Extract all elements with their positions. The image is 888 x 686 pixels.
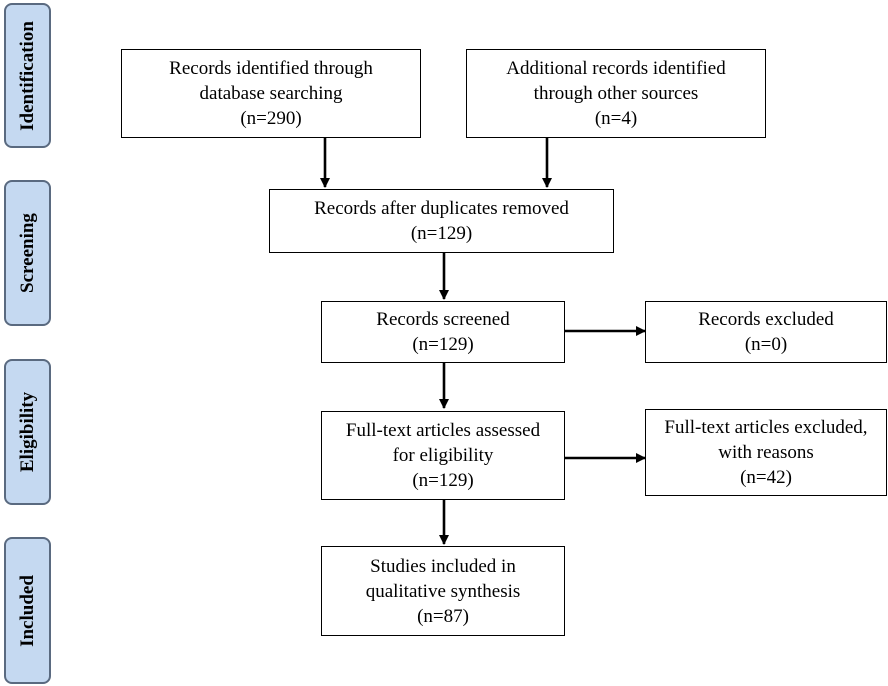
phase-identification: Identification: [4, 3, 51, 148]
box-other-records-line1: Additional records identified: [506, 58, 726, 79]
box-duplicates-removed-count: (n=129): [410, 223, 473, 244]
box-records-screened-line1: Records screened: [376, 309, 510, 330]
box-records-excluded-count: (n=0): [744, 334, 788, 355]
phase-screening-label: Screening: [16, 213, 38, 293]
box-fulltext-assessed-line2: for eligibility: [392, 445, 494, 466]
phase-eligibility: Eligibility: [4, 359, 51, 505]
box-other-records-line2: through other sources: [533, 83, 699, 104]
box-database-records: Records identified through database sear…: [121, 49, 421, 138]
box-duplicates-removed-line1: Records after duplicates removed: [314, 198, 569, 219]
box-included-studies: Studies included in qualitative synthesi…: [321, 546, 565, 636]
box-records-screened: Records screened (n=129): [321, 301, 565, 363]
box-database-records-count: (n=290): [240, 108, 302, 129]
box-fulltext-excluded-line2: with reasons: [718, 442, 814, 463]
box-fulltext-excluded-line1: Full-text articles excluded,: [664, 417, 868, 438]
phase-included-label: Included: [16, 574, 38, 647]
box-fulltext-assessed: Full-text articles assessed for eligibil…: [321, 411, 565, 500]
box-included-studies-line2: qualitative synthesis: [365, 580, 521, 602]
box-other-records-count: (n=4): [594, 108, 638, 129]
box-fulltext-excluded-count: (n=42): [740, 467, 792, 488]
box-records-excluded: Records excluded (n=0): [645, 301, 887, 363]
box-records-screened-count: (n=129): [412, 334, 474, 355]
box-fulltext-assessed-count: (n=129): [412, 470, 474, 491]
box-records-excluded-line1: Records excluded: [698, 309, 834, 330]
phase-identification-label: Identification: [16, 20, 38, 131]
box-duplicates-removed: Records after duplicates removed (n=129): [269, 189, 614, 253]
phase-eligibility-label: Eligibility: [16, 391, 38, 473]
box-database-records-line1: Records identified through: [169, 58, 373, 79]
box-included-studies-count: (n=87): [417, 605, 469, 627]
box-fulltext-assessed-line1: Full-text articles assessed: [345, 420, 541, 441]
box-fulltext-excluded: Full-text articles excluded, with reason…: [645, 409, 887, 496]
phase-screening: Screening: [4, 180, 51, 326]
box-database-records-line2: database searching: [199, 83, 343, 104]
box-included-studies-line1: Studies included in: [370, 555, 516, 577]
phase-included: Included: [4, 537, 51, 684]
box-other-records: Additional records identified through ot…: [466, 49, 766, 138]
